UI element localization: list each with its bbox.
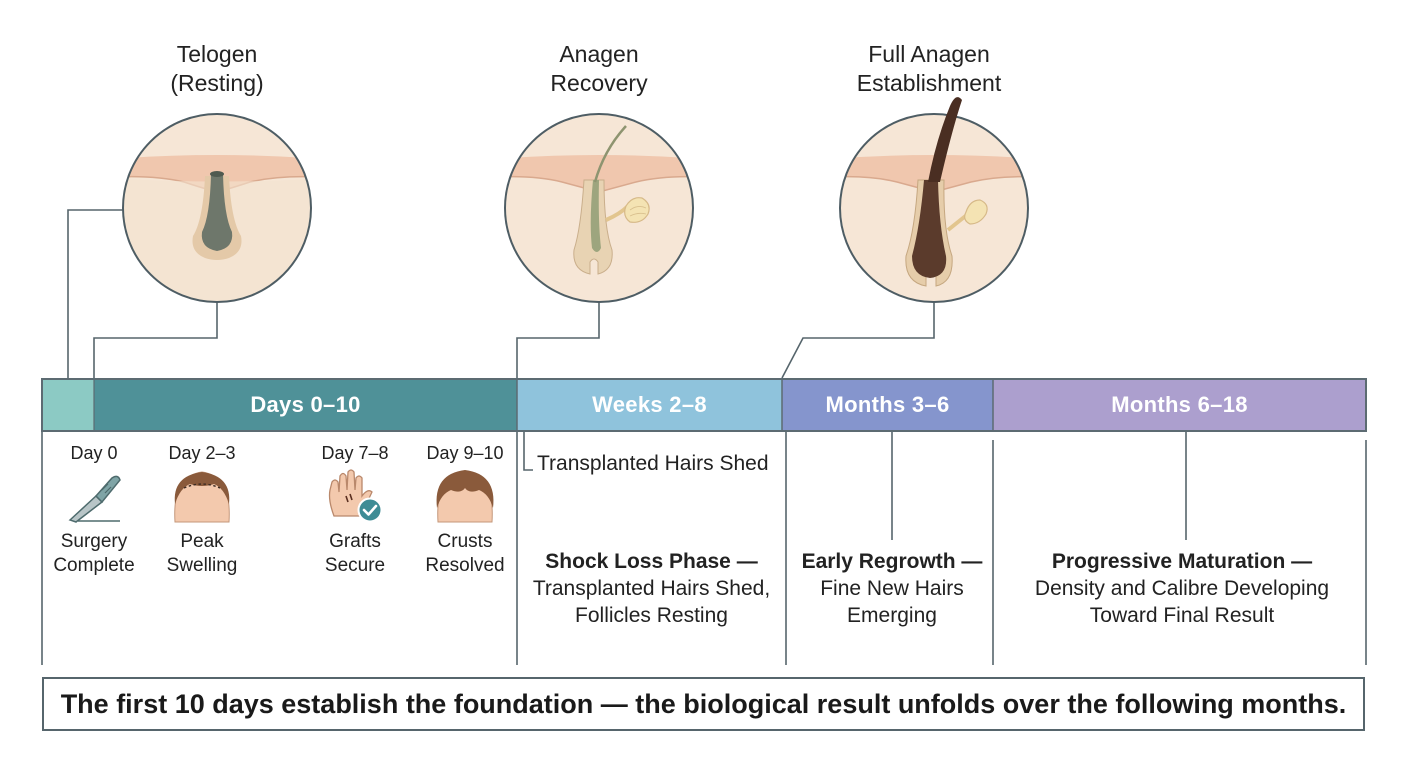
full-anagen-follicle-icon (839, 113, 1029, 303)
band-label-days: Days 0–10 (250, 392, 361, 417)
milestone-line: Surgery (60, 531, 128, 552)
connector-lines (41, 209, 1367, 665)
phase-title-line: Telogen (176, 41, 258, 67)
milestone-line: Peak (180, 531, 224, 552)
timeline-band (41, 378, 1367, 432)
phase-title-line: Anagen (559, 41, 639, 67)
day-label: Day 2–3 (168, 443, 236, 463)
day-label: Day 7–8 (321, 443, 389, 463)
milestone-line: Complete (53, 555, 135, 576)
head-swelling-icon (174, 471, 230, 523)
milestone-grafts-secure: Grafts Secure (295, 530, 415, 578)
desc-line: Transplanted Hairs Shed, (532, 577, 771, 600)
milestone-line: Resolved (425, 555, 505, 576)
desc-line: Follicles Resting (575, 604, 728, 627)
desc-line: Fine New Hairs (820, 577, 964, 600)
desc-progressive-maturation: Progressive Maturation — Density and Cal… (1000, 548, 1364, 629)
milestone-peak-swelling: Peak Swelling (142, 530, 262, 578)
hair-shaft (928, 97, 962, 182)
desc-shock-loss: Shock Loss Phase — Transplanted Hairs Sh… (517, 548, 786, 629)
desc-title: Early Regrowth — (801, 550, 983, 573)
milestone-crusts-resolved: Crusts Resolved (405, 530, 525, 578)
phase-title-anagen-recovery: Anagen Recovery (469, 40, 729, 98)
telogen-follicle-icon (122, 113, 312, 303)
phase-title-full-anagen: Full Anagen Establishment (799, 40, 1059, 98)
desc-line: Toward Final Result (1089, 604, 1275, 627)
phase-title-telogen: Telogen (Resting) (87, 40, 347, 98)
desc-title: Shock Loss Phase — (545, 550, 758, 573)
milestone-surgery-complete: Surgery Complete (34, 530, 154, 578)
milestone-line: Secure (324, 555, 386, 576)
band-label-months-3-6: Months 3–6 (825, 392, 950, 417)
day-label: Day 9–10 (426, 443, 504, 463)
footer-summary: The first 10 days establish the foundati… (42, 677, 1365, 731)
desc-title: Progressive Maturation — (1051, 550, 1313, 573)
desc-early-regrowth: Early Regrowth — Fine New Hairs Emerging (786, 548, 998, 629)
day-label: Day 0 (70, 443, 118, 463)
anagen-recovery-follicle-icon (504, 113, 694, 303)
desc-line: Density and Calibre Developing (1034, 577, 1330, 600)
phase-title-line: Recovery (550, 70, 648, 96)
weeks-note: Transplanted Hairs Shed (537, 452, 769, 475)
phase-title-line: Establishment (856, 70, 1002, 96)
desc-line: Emerging (847, 604, 937, 627)
head-hair-icon (436, 470, 494, 523)
milestone-line: Grafts (329, 531, 381, 552)
milestone-line: Crusts (437, 531, 493, 552)
footer-text: The first 10 days establish the foundati… (60, 688, 1347, 719)
band-label-weeks: Weeks 2–8 (592, 392, 707, 417)
scalpel-icon (68, 475, 121, 523)
phase-title-line: Full Anagen (868, 41, 990, 67)
phase-title-line: (Resting) (170, 70, 264, 96)
milestone-line: Swelling (166, 555, 238, 576)
band-label-months-6-18: Months 6–18 (1111, 392, 1248, 417)
hand-check-icon (328, 469, 383, 523)
